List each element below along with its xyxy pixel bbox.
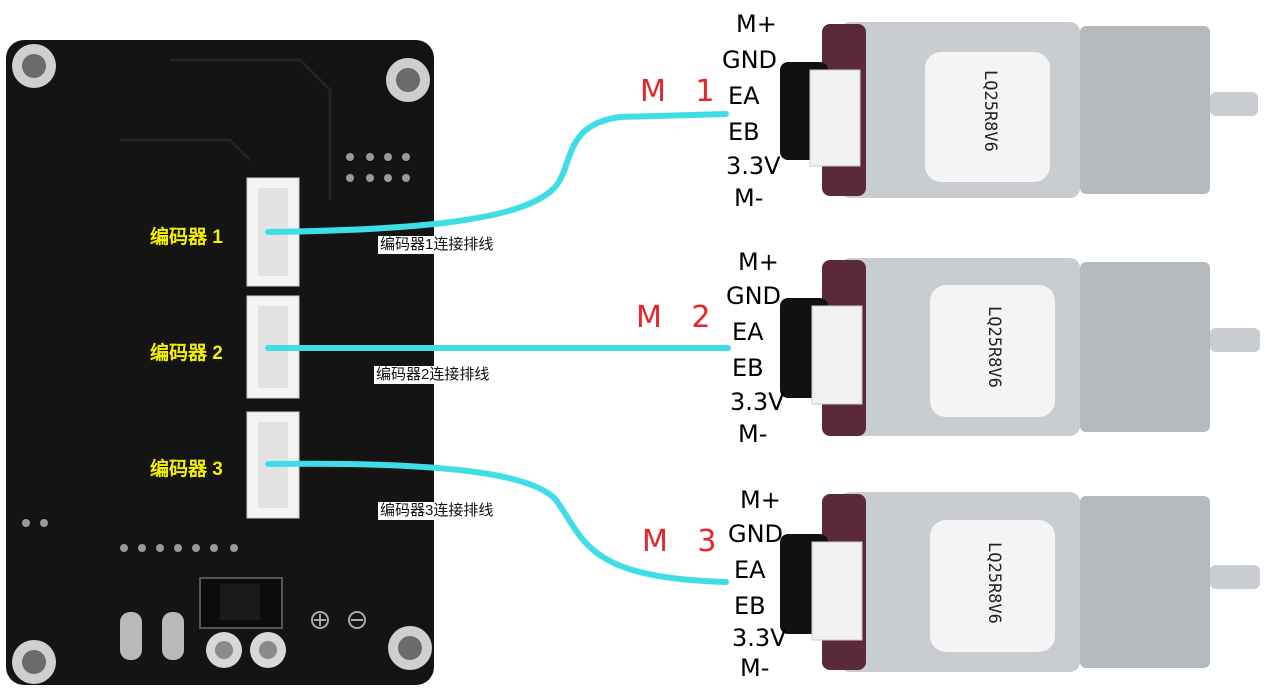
- motor-model-label-2: LQ25R8V6: [984, 306, 1004, 388]
- cable-label-2: 编码器2连接排线: [374, 366, 492, 384]
- mounting-hole: [386, 58, 430, 102]
- motor-1: [780, 22, 1258, 198]
- cable-label-1: 编码器1连接排线: [378, 236, 496, 254]
- pin-label: EA: [734, 556, 766, 584]
- motor-tag-2: M 2: [636, 300, 721, 335]
- encoder-label-2: 编码器 2: [150, 343, 223, 364]
- motor-model-label-1: LQ25R8V6: [980, 70, 1000, 152]
- pin-label: EB: [734, 592, 766, 620]
- motor-3: [780, 492, 1260, 672]
- cable-3: [265, 460, 729, 585]
- cable-1: [265, 111, 729, 235]
- pin-label: M+: [738, 248, 779, 276]
- pin-label: 3.3V: [730, 388, 785, 416]
- cable-label-3: 编码器3连接排线: [378, 502, 496, 520]
- diode-component: [199, 577, 283, 629]
- pin-label: EA: [728, 82, 760, 110]
- pin-label: M+: [736, 10, 777, 38]
- pin-label: EA: [732, 318, 764, 346]
- pin-label: GND: [726, 282, 782, 310]
- mounting-hole: [12, 640, 56, 684]
- mounting-hole: [388, 626, 432, 670]
- pin-label: GND: [728, 520, 784, 548]
- pin-label: M-: [734, 184, 764, 212]
- mounting-hole: [12, 44, 56, 88]
- pin-label: 3.3V: [726, 152, 781, 180]
- pin-label: M+: [740, 486, 781, 514]
- power-terminal: [120, 612, 286, 668]
- pin-label: GND: [722, 46, 778, 74]
- motor-tag-3: M 3: [642, 524, 727, 559]
- encoder-label-1: 编码器 1: [150, 227, 223, 248]
- pin-label: M-: [740, 654, 770, 682]
- pin-label: 3.3V: [732, 624, 787, 652]
- pin-label: EB: [732, 354, 764, 382]
- pin-label: M-: [738, 420, 768, 448]
- motor-tag-1: M 1: [640, 74, 725, 109]
- encoder-label-3: 编码器 3: [150, 459, 223, 480]
- minus-symbol: [348, 611, 366, 629]
- motor-2: [780, 258, 1260, 436]
- pin-label: EB: [728, 118, 760, 146]
- plus-symbol: [311, 611, 329, 629]
- motor-model-label-3: LQ25R8V6: [984, 542, 1004, 624]
- controller-board: [6, 40, 434, 685]
